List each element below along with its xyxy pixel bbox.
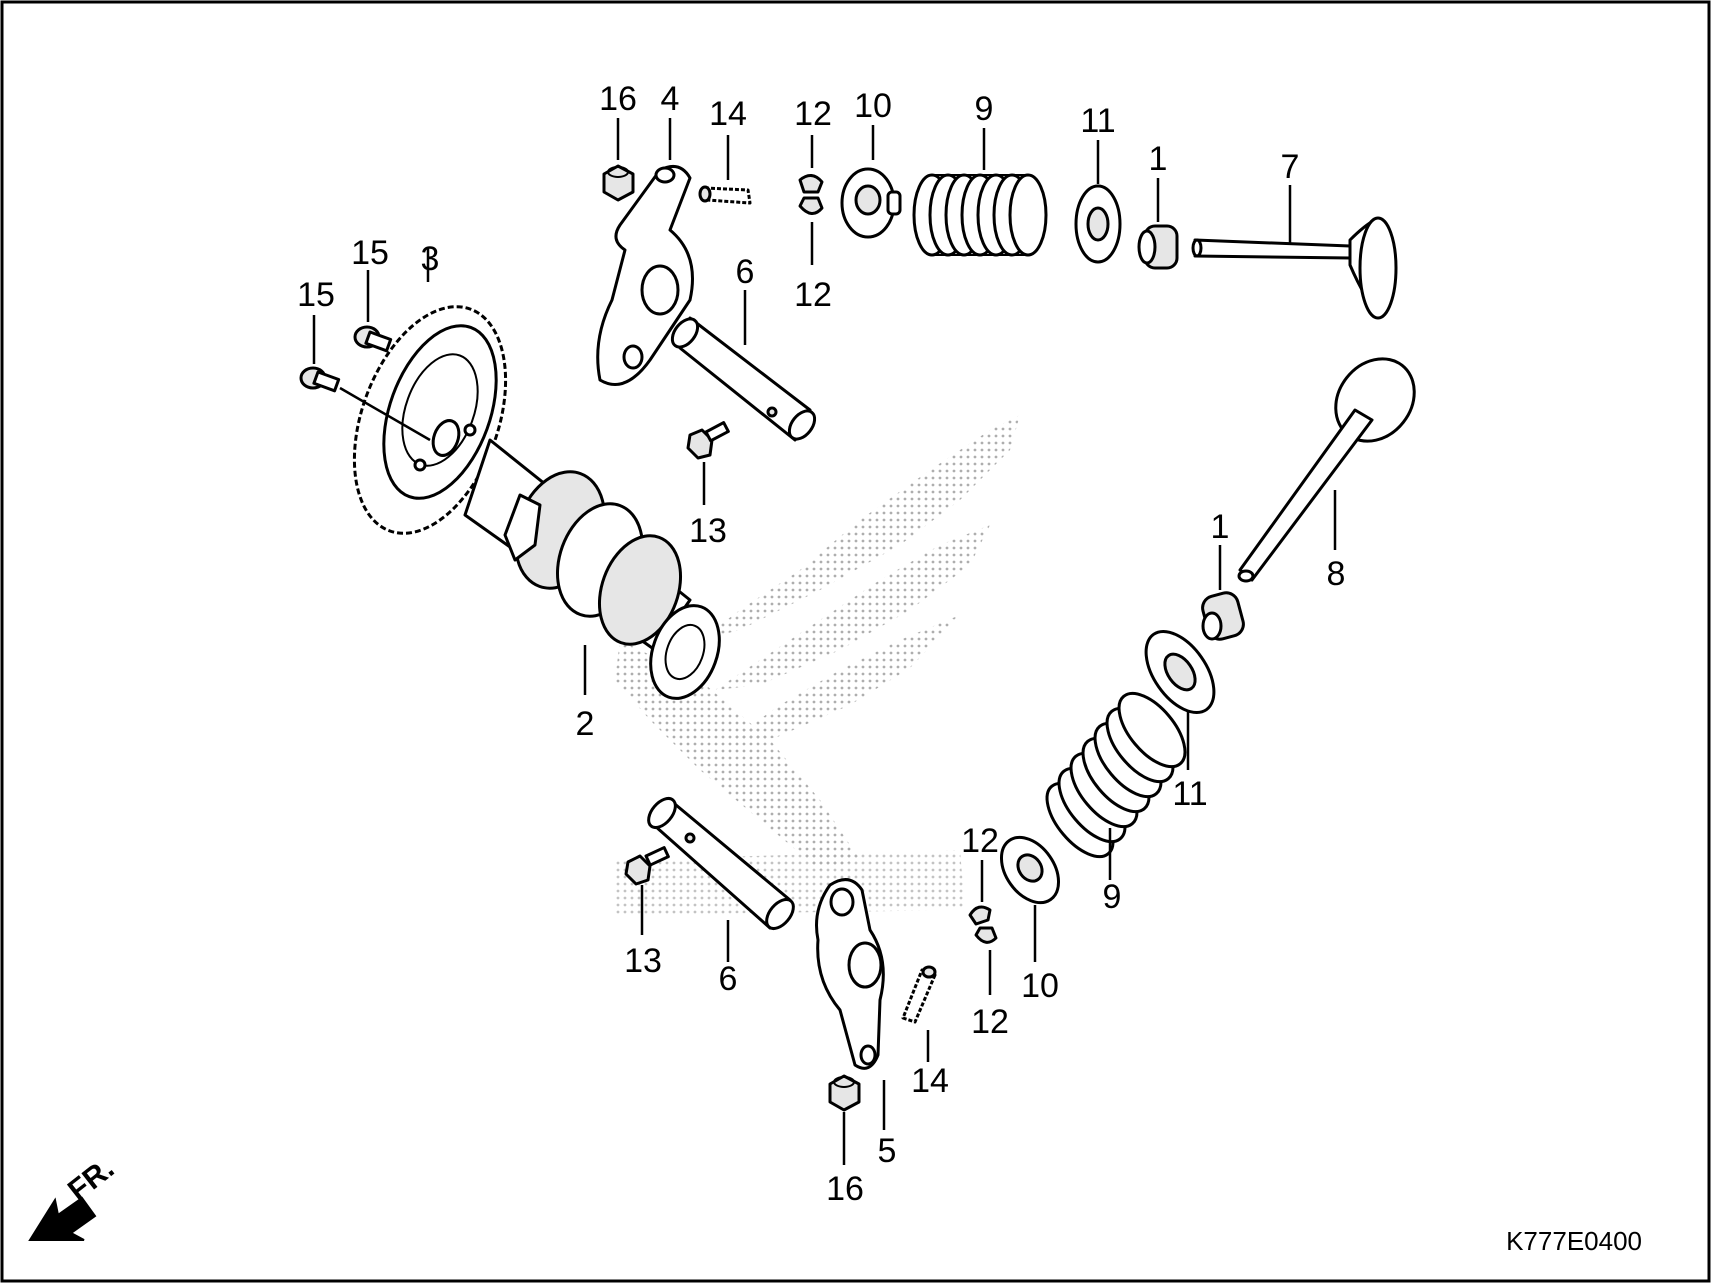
valve-cotter-upper xyxy=(798,174,824,215)
diagram-code: K777E0400 xyxy=(1506,1226,1642,1256)
label-part-16-upper: 16 xyxy=(599,80,637,118)
adjust-screw-lower xyxy=(901,965,937,1024)
stem-seal-lower xyxy=(1201,591,1245,641)
label-part-8: 8 xyxy=(1327,555,1346,593)
sprocket-bolt-upper xyxy=(353,325,393,353)
rocker-shaft-upper xyxy=(670,316,817,442)
cam-sprocket xyxy=(352,305,508,535)
sprocket-bolt-lower xyxy=(299,366,341,393)
label-part-5: 5 xyxy=(878,1132,897,1170)
label-part-12-a: 12 xyxy=(794,95,832,133)
rocker-arm-upper xyxy=(596,164,694,386)
lock-nut-lower xyxy=(828,1074,861,1112)
label-part-11-upper: 11 xyxy=(1080,102,1115,140)
exhaust-valve xyxy=(1237,357,1416,583)
spring-seat-upper xyxy=(1074,184,1122,264)
valve-spring-upper xyxy=(912,173,1048,257)
label-part-6-upper: 6 xyxy=(736,253,755,291)
intake-valve xyxy=(1191,216,1398,320)
label-part-10-lower: 10 xyxy=(1021,967,1059,1005)
label-part-3: 3 xyxy=(421,240,440,278)
spring-retainer-lower xyxy=(999,835,1061,905)
label-part-4: 4 xyxy=(661,80,680,118)
label-part-7: 7 xyxy=(1281,148,1300,186)
label-part-12-d: 12 xyxy=(971,1003,1009,1041)
rocker-shaft-lower xyxy=(647,796,795,931)
label-part-12-c: 12 xyxy=(961,822,999,860)
adjust-screw-upper xyxy=(698,185,752,205)
label-part-1-upper: 1 xyxy=(1149,140,1168,178)
label-part-12-b: 12 xyxy=(794,276,832,314)
camshaft xyxy=(463,438,721,700)
lock-nut-upper xyxy=(602,164,635,202)
label-part-14-lower: 14 xyxy=(911,1062,949,1100)
label-part-11-lower: 11 xyxy=(1172,775,1207,813)
rocker-arm-lower xyxy=(815,878,885,1070)
front-direction-arrow-icon xyxy=(28,1196,97,1241)
label-part-13-lower: 13 xyxy=(624,942,662,980)
label-part-16-lower: 16 xyxy=(826,1170,864,1208)
label-part-15-lower: 15 xyxy=(297,276,335,314)
label-part-1-lower: 1 xyxy=(1211,508,1230,546)
label-part-6-lower: 6 xyxy=(719,960,738,998)
bolt-axis-line xyxy=(339,386,431,442)
shaft-bolt-upper xyxy=(686,421,730,460)
label-part-9-lower: 9 xyxy=(1103,878,1122,916)
spring-retainer-upper xyxy=(840,167,902,239)
label-part-2: 2 xyxy=(576,705,595,743)
front-marker: FR. xyxy=(62,1152,120,1208)
label-part-9-upper: 9 xyxy=(975,90,994,128)
valve-spring-lower xyxy=(1045,691,1187,859)
label-part-10-upper: 10 xyxy=(854,87,892,125)
valve-cotter-lower xyxy=(968,905,998,944)
label-part-14-upper: 14 xyxy=(709,95,747,133)
label-part-13-upper: 13 xyxy=(689,512,727,550)
shaft-bolt-lower xyxy=(624,846,670,886)
stem-seal-upper xyxy=(1137,224,1179,270)
label-part-15-upper: 15 xyxy=(351,234,389,272)
wing-watermark xyxy=(615,415,1020,915)
spring-seat-lower xyxy=(1144,629,1216,715)
